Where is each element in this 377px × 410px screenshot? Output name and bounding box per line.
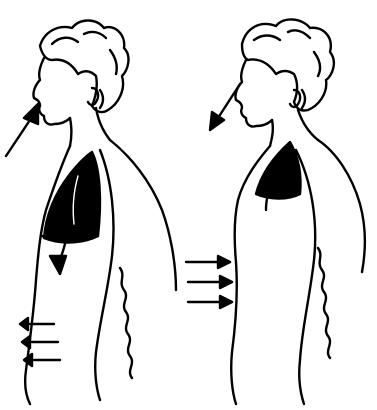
spine-right [318, 248, 330, 358]
abdomen-arrow-1-head [20, 318, 28, 330]
exhale-arrow-head [210, 112, 224, 130]
push-arrow-1-head [218, 256, 230, 268]
figure-inhale [6, 21, 176, 405]
abdomen-arrow-2-head [22, 336, 30, 348]
push-arrow-3-head [220, 296, 232, 308]
lung-left [44, 152, 100, 242]
neck-left [70, 108, 110, 146]
back-right [318, 140, 365, 272]
figure-exhale [186, 19, 365, 404]
hair-left-strands [52, 32, 117, 108]
abdomen-arrow-3-head [24, 354, 32, 366]
inhale-arrow-head [24, 104, 38, 124]
neck-right [270, 110, 318, 146]
spine-left [120, 268, 132, 378]
face-right [235, 60, 272, 127]
diaphragm-arrow-left-head [50, 256, 66, 274]
push-arrow-2-head [220, 276, 232, 288]
hair-right-strands [254, 30, 320, 108]
